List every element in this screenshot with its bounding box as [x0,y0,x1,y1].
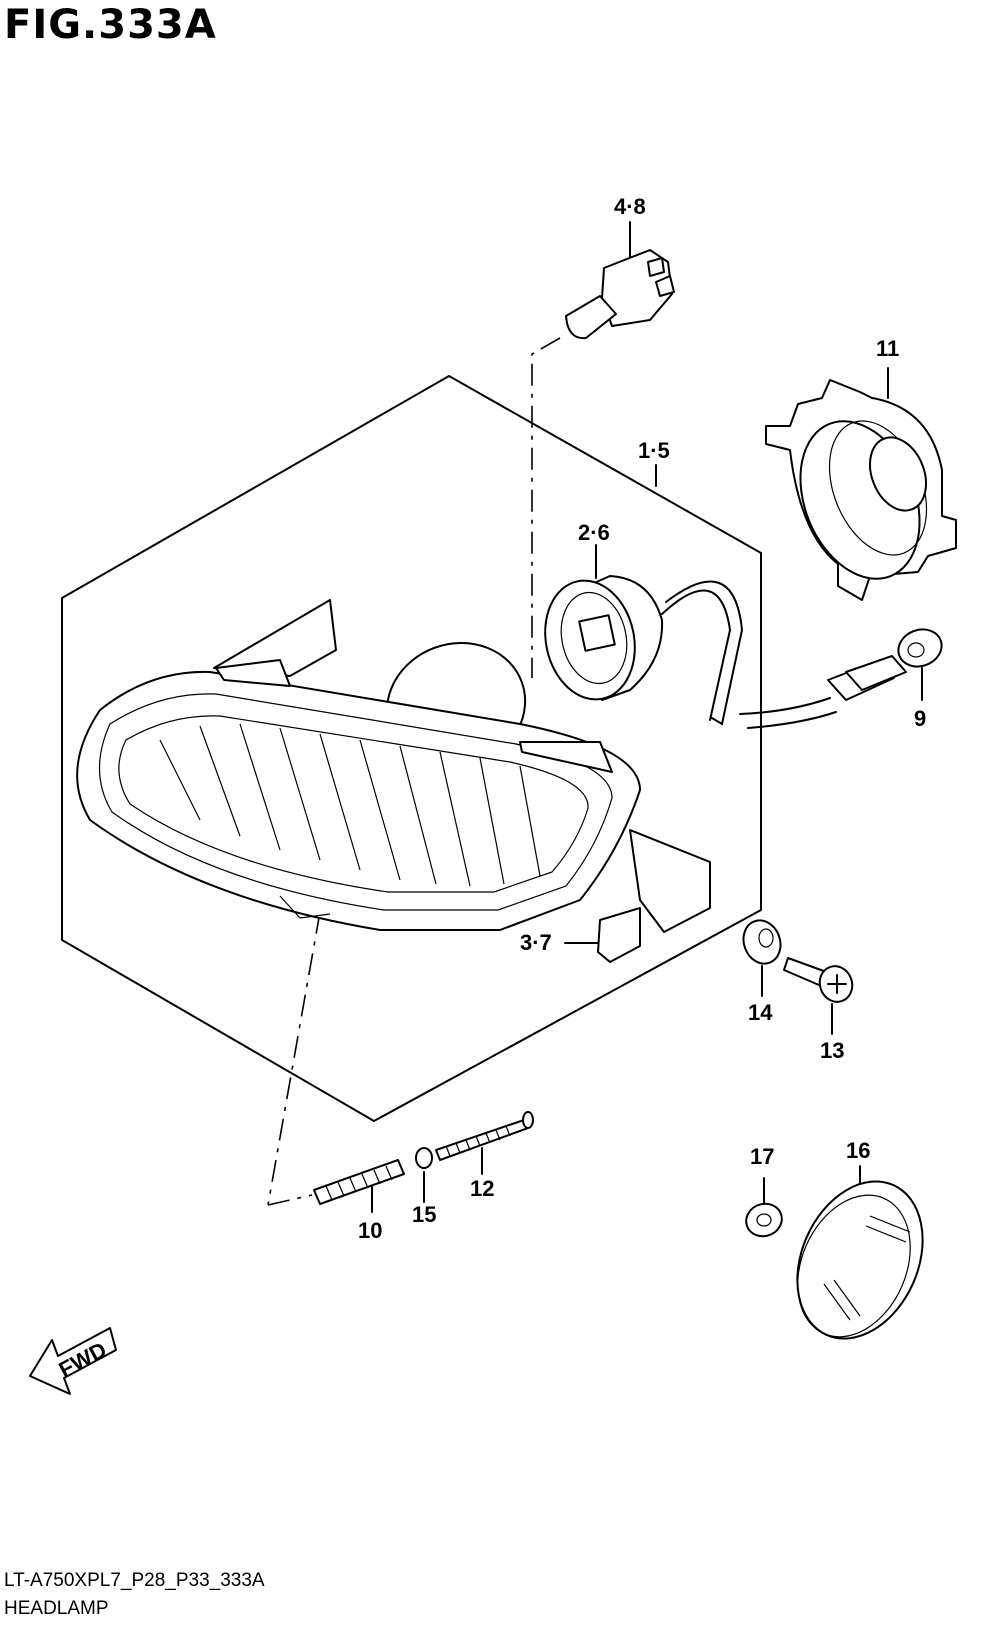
bulb-part [565,221,675,340]
leader-lines [564,464,657,944]
callout-9: 9 [914,706,926,731]
callout-14: 14 [748,1000,773,1025]
callout-2-6: 2·6 [578,520,610,545]
callout-4-8: 4·8 [614,194,646,219]
screw-part [783,957,854,1035]
callout-10: 10 [358,1218,382,1243]
figure-title: FIG.333A [4,2,217,48]
callout-17: 17 [750,1144,774,1169]
callout-3-7: 3·7 [520,930,552,955]
headlamp-body-part [76,599,711,963]
assembly-outline [61,375,762,1122]
reflector-part [796,1165,924,1340]
fwd-arrow: FWD [29,1327,117,1395]
harness-socket-part [544,544,907,729]
grommet-part [897,628,943,701]
nut-part [745,1177,783,1238]
callout-12: 12 [470,1176,494,1201]
callout-11: 11 [876,336,899,361]
callout-15: 15 [412,1202,436,1227]
callout-13: 13 [820,1038,844,1063]
figure-code: LT-A750XPL7_P28_P33_333A [4,1570,265,1591]
grommet-14-part [742,919,782,997]
guide-lines [267,337,561,1206]
callout-16: 16 [846,1138,870,1163]
callout-1-5: 1·5 [638,438,670,463]
adjuster-parts [313,1111,534,1213]
socket-housing-part [765,367,957,601]
figure-caption: HEADLAMP [4,1598,109,1619]
